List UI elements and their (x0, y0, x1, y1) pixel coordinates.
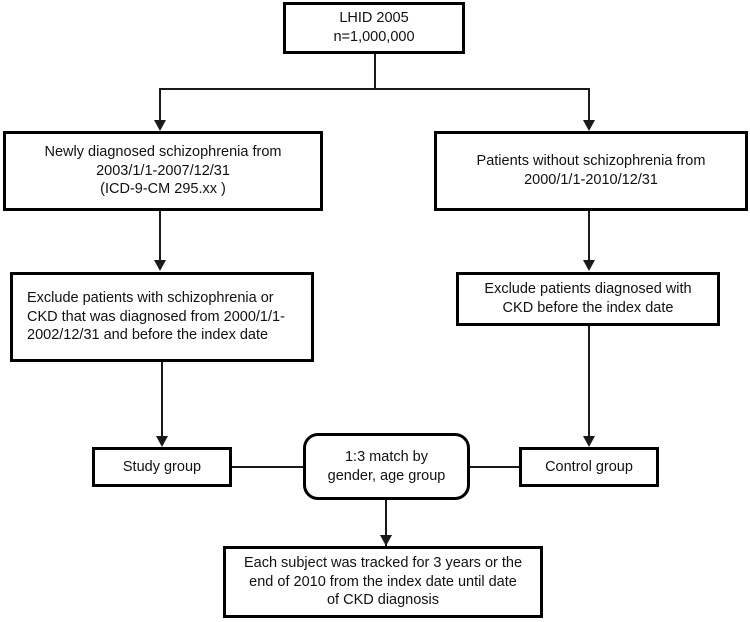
connector-study-group-to-match (232, 466, 304, 468)
node-unexposed-cohort: Patients without schizophrenia from 2000… (434, 131, 748, 211)
node-exposed-cohort: Newly diagnosed schizophrenia from 2003/… (3, 131, 323, 211)
node-study-group: Study group (92, 447, 232, 487)
connector-unexposed-to-exclusion (588, 211, 590, 261)
connector-split-bar (159, 88, 590, 90)
arrowhead-match-to-followup (380, 535, 392, 546)
arrowhead-split-to-unexposed (583, 120, 595, 131)
connector-exclusion-to-study-group (161, 362, 163, 437)
node-exclusion-right: Exclude patients diagnosed with CKD befo… (456, 272, 720, 326)
node-exclusion-left: Exclude patients with schizophrenia or C… (10, 272, 314, 362)
connector-source-stem (374, 54, 376, 89)
arrowhead-exclusion-to-study-group (156, 436, 168, 447)
node-followup: Each subject was tracked for 3 years or … (223, 546, 543, 618)
arrowhead-unexposed-to-exclusion (583, 260, 595, 271)
node-source-database: LHID 2005 n=1,000,000 (283, 2, 465, 54)
connector-exposed-to-exclusion (159, 211, 161, 261)
arrowhead-exclusion-to-control-group (583, 436, 595, 447)
connector-exclusion-to-control-group (588, 326, 590, 437)
arrowhead-exposed-to-exclusion (154, 260, 166, 271)
connector-match-to-control-group (470, 466, 520, 468)
arrowhead-split-to-exposed (154, 120, 166, 131)
connector-split-to-exposed (159, 88, 161, 121)
connector-split-to-unexposed (588, 88, 590, 121)
node-control-group: Control group (519, 447, 659, 487)
connector-match-to-followup (385, 500, 387, 546)
node-matching: 1:3 match by gender, age group (303, 433, 470, 500)
